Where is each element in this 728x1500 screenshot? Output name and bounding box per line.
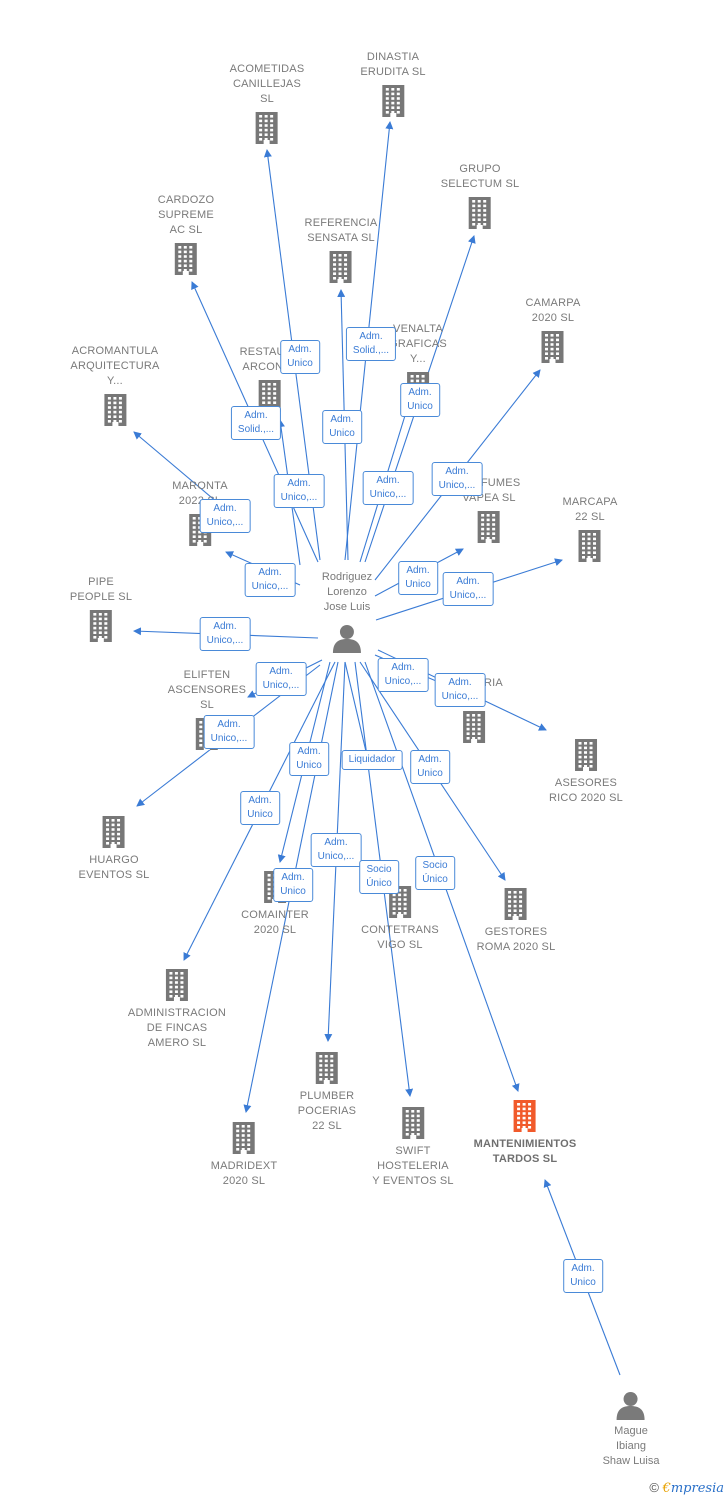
company-label[interactable]: ACROMANTULA ARQUITECTURA Y... — [70, 345, 160, 387]
building-icon — [563, 529, 618, 563]
edge-role-label[interactable]: Adm. Unico,... — [362, 471, 414, 505]
building-icon — [70, 609, 132, 643]
building-icon — [211, 1121, 278, 1155]
building-icon — [305, 250, 378, 284]
edge-role-label[interactable]: Liquidador — [341, 750, 403, 770]
building-icon — [526, 330, 581, 364]
building-icon — [128, 968, 226, 1002]
edge-role-label[interactable]: Adm. Unico — [289, 742, 329, 776]
person-label[interactable]: Mague Ibiang Shaw Luisa — [602, 1425, 660, 1467]
company-node-camarpa[interactable]: CAMARPA 2020 SL — [526, 296, 581, 364]
building-icon — [79, 815, 150, 849]
edge-role-label[interactable]: Adm. Solid.,... — [345, 327, 397, 361]
company-node-mantenimientos[interactable]: MANTENIMIENTOS TARDOS SL — [474, 1099, 577, 1167]
building-icon — [230, 111, 305, 145]
edge-role-label[interactable]: Adm. Unico,... — [199, 499, 251, 533]
edge-role-label[interactable]: Adm. Solid.,... — [230, 406, 282, 440]
company-node-swift[interactable]: SWIFT HOSTELERIA Y EVENTOS SL — [372, 1106, 454, 1189]
company-label[interactable]: MADRIDEXT 2020 SL — [210, 1160, 278, 1187]
company-node-dinastia[interactable]: DINASTIA ERUDITA SL — [360, 50, 425, 118]
edge-role-label[interactable]: Adm. Unico — [240, 791, 280, 825]
building-icon — [458, 510, 521, 544]
copyright-footer: © €mpresia — [649, 1480, 724, 1496]
company-node-marcapa[interactable]: MARCAPA 22 SL — [563, 495, 618, 563]
company-node-gestores[interactable]: GESTORES ROMA 2020 SL — [477, 887, 556, 955]
company-node-acometidas[interactable]: ACOMETIDAS CANILLEJAS SL — [230, 62, 305, 145]
company-node-asesores[interactable]: ASESORES RICO 2020 SL — [549, 738, 623, 806]
company-node-contetrans[interactable]: CONTETRANS VIGO SL — [361, 885, 439, 953]
company-label[interactable]: MARCAPA 22 SL — [562, 496, 618, 523]
company-node-huargo[interactable]: HUARGO EVENTOS SL — [79, 815, 150, 883]
edge-role-label[interactable]: Socio Único — [415, 856, 455, 890]
building-icon — [361, 885, 439, 919]
building-icon — [441, 196, 520, 230]
person-icon — [322, 623, 372, 653]
building-icon — [70, 393, 159, 427]
company-node-madridext[interactable]: MADRIDEXT 2020 SL — [211, 1121, 278, 1189]
edge-role-label[interactable]: Adm. Unico — [273, 868, 313, 902]
building-icon — [549, 738, 623, 772]
edge-role-label[interactable]: Adm. Unico — [398, 561, 438, 595]
company-label[interactable]: ASESORES RICO 2020 SL — [549, 777, 623, 804]
building-icon — [474, 1099, 577, 1133]
company-node-referencia[interactable]: REFERENCIA SENSATA SL — [305, 216, 378, 284]
company-label[interactable]: VENALTA GRAFICAS Y... — [389, 323, 447, 365]
edge-role-label[interactable]: Adm. Unico — [322, 410, 362, 444]
company-label[interactable]: DINASTIA ERUDITA SL — [360, 51, 426, 78]
company-label[interactable]: GRUPO SELECTUM SL — [440, 163, 520, 190]
company-label[interactable]: CONTETRANS VIGO SL — [361, 924, 439, 951]
company-node-cardozo[interactable]: CARDOZO SUPREME AC SL — [158, 193, 214, 276]
edge-role-label[interactable]: Adm. Unico,... — [199, 617, 251, 651]
edge-role-label[interactable]: Adm. Unico,... — [431, 462, 483, 496]
building-icon — [372, 1106, 453, 1140]
edge-role-label[interactable]: Adm. Unico — [280, 340, 320, 374]
company-node-acromantula[interactable]: ACROMANTULA ARQUITECTURA Y... — [70, 344, 159, 427]
building-icon — [158, 242, 214, 276]
company-label[interactable]: HUARGO EVENTOS SL — [78, 854, 150, 881]
edge-role-label[interactable]: Adm. Unico,... — [273, 474, 325, 508]
person-node-center[interactable]: Rodriguez Lorenzo Jose Luis — [322, 570, 372, 653]
company-label[interactable]: GESTORES ROMA 2020 SL — [476, 926, 556, 953]
empresia-logo[interactable]: €mpresia — [662, 1481, 724, 1496]
company-label[interactable]: SWIFT HOSTELERIA Y EVENTOS SL — [372, 1145, 454, 1187]
edge-role-label[interactable]: Adm. Unico,... — [255, 662, 307, 696]
company-label[interactable]: COMAINTER 2020 SL — [241, 909, 309, 936]
edge-role-label[interactable]: Adm. Unico,... — [442, 572, 494, 606]
edge-role-label[interactable]: Adm. Unico,... — [434, 673, 486, 707]
person-label[interactable]: Rodriguez Lorenzo Jose Luis — [321, 571, 373, 613]
company-label[interactable]: MANTENIMIENTOS TARDOS SL — [473, 1138, 577, 1165]
edge-role-label[interactable]: Adm. Unico — [563, 1259, 603, 1293]
edge-role-label[interactable]: Adm. Unico,... — [310, 833, 362, 867]
company-node-administracion[interactable]: ADMINISTRACION DE FINCAS AMERO SL — [128, 968, 226, 1051]
company-label[interactable]: CAMARPA 2020 SL — [525, 297, 581, 324]
company-label[interactable]: CARDOZO SUPREME AC SL — [157, 194, 215, 236]
edge-line — [344, 661, 371, 761]
edge-role-label[interactable]: Adm. Unico,... — [203, 715, 255, 749]
edge-role-label[interactable]: Adm. Unico,... — [244, 563, 296, 597]
company-label[interactable]: ACOMETIDAS CANILLEJAS SL — [229, 63, 305, 105]
company-label[interactable]: ADMINISTRACION DE FINCAS AMERO SL — [127, 1007, 227, 1049]
company-label[interactable]: ELIFTEN ASCENSORES SL — [167, 669, 247, 711]
company-node-plumber[interactable]: PLUMBER POCERIAS 22 SL — [298, 1051, 356, 1134]
person-node-secondary[interactable]: Mague Ibiang Shaw Luisa — [602, 1390, 660, 1469]
edge-role-label[interactable]: Adm. Unico,... — [377, 658, 429, 692]
company-label[interactable]: PLUMBER POCERIAS 22 SL — [297, 1090, 357, 1132]
building-icon — [477, 887, 556, 921]
company-label[interactable]: REFERENCIA SENSATA SL — [304, 217, 378, 244]
copyright-symbol: © — [649, 1480, 659, 1495]
building-icon — [445, 710, 503, 744]
building-icon — [360, 84, 425, 118]
company-node-grupo[interactable]: GRUPO SELECTUM SL — [441, 162, 520, 230]
company-label[interactable]: PIPE PEOPLE SL — [69, 576, 133, 603]
company-node-pipe[interactable]: PIPE PEOPLE SL — [70, 575, 132, 643]
person-icon — [603, 1390, 660, 1420]
edge-role-label[interactable]: Adm. Unico — [400, 383, 440, 417]
edge-role-label[interactable]: Adm. Unico — [410, 750, 450, 784]
building-icon — [298, 1051, 356, 1085]
edge-role-label[interactable]: Socio Único — [359, 860, 399, 894]
